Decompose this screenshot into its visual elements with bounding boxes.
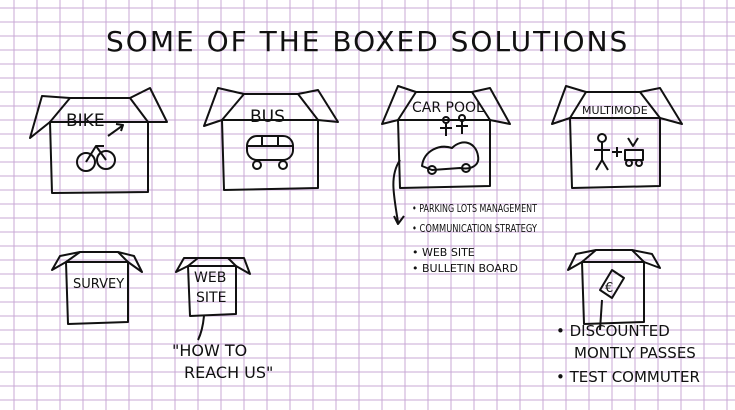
page-title: SOME OF THE BOXED SOLUTIONS bbox=[106, 25, 629, 58]
carpool-bullet-item: • COMMUNICATION STRATEGY bbox=[412, 222, 537, 235]
passes-bullet-item: • TEST COMMUTER bbox=[556, 368, 700, 386]
box-multimode: MULTIMODE bbox=[552, 86, 682, 188]
svg-text:€: € bbox=[605, 281, 613, 296]
multimode-icon bbox=[594, 134, 643, 170]
carpool-icon bbox=[422, 115, 478, 174]
website-note: "HOW TO REACH US" bbox=[172, 341, 273, 382]
box-label-bike: BIKE bbox=[66, 111, 105, 131]
box-label-carpool: CAR POOL bbox=[412, 100, 484, 116]
carpool-bullet-item: • BULLETIN BOARD bbox=[412, 262, 518, 275]
box-label-survey: SURVEY bbox=[73, 277, 124, 292]
box-label-multimode: MULTIMODE bbox=[582, 104, 648, 117]
box-label-bus: BUS bbox=[250, 107, 285, 127]
carpool-list: • PARKING LOTS MANAGEMENT • COMMUNICATION… bbox=[412, 202, 537, 275]
box-bike: BIKE bbox=[30, 88, 167, 193]
carpool-bullet-item: • PARKING LOTS MANAGEMENT bbox=[412, 202, 537, 215]
bus-icon bbox=[247, 136, 293, 169]
carpool-bullet-item: • WEB SITE bbox=[412, 246, 475, 259]
box-website: WEB SITE bbox=[176, 258, 250, 340]
box-discount: € bbox=[568, 250, 660, 330]
box-bus: BUS bbox=[204, 88, 338, 190]
